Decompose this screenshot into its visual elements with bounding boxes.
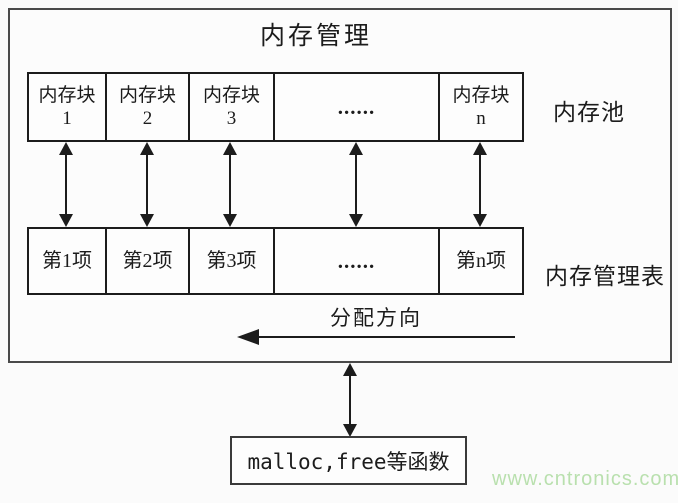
table-cell-text: 第1项 (42, 249, 92, 272)
management-table-label: 内存管理表 (545, 264, 665, 289)
table-cell-ellipsis: ...... (275, 229, 440, 293)
double-arrow-icon (472, 142, 488, 227)
arrow-shaft (146, 153, 148, 216)
functions-box: malloc,free等函数 (230, 436, 467, 485)
double-arrow-icon (222, 142, 238, 227)
ellipsis-text: ...... (337, 94, 376, 119)
ellipsis-text: ...... (337, 248, 376, 273)
pool-cell-number: 3 (226, 108, 237, 129)
table-cell-text: 第3项 (206, 249, 257, 272)
memory-pool-row: 内存块 1 内存块 2 内存块 3 ...... 内存块 n (27, 72, 524, 142)
pool-cell-ellipsis: ...... (275, 74, 440, 140)
arrow-shaft (479, 153, 481, 216)
pool-label: 内存池 (553, 100, 625, 125)
functions-box-label: malloc,free等函数 (247, 449, 450, 474)
pool-cell-2: 内存块 2 (107, 74, 190, 140)
pool-cell-1: 内存块 1 (29, 74, 107, 140)
pool-cell-n: 内存块 n (440, 74, 522, 140)
pool-cell-3: 内存块 3 (190, 74, 275, 140)
pool-cell-number: n (476, 108, 486, 129)
arrow-shaft (355, 153, 357, 216)
table-cell-1: 第1项 (29, 229, 107, 293)
left-arrow-icon (237, 328, 515, 345)
arrow-shaft (65, 153, 67, 216)
table-cell-text: 第2项 (122, 249, 173, 272)
table-cell-2: 第2项 (107, 229, 190, 293)
arrow-shaft (349, 374, 351, 426)
table-cell-text: 第n项 (456, 249, 506, 272)
double-arrow-icon (58, 142, 74, 227)
double-arrow-icon (348, 142, 364, 227)
diagram-frame: 内存管理 内存块 1 内存块 2 内存块 3 ...... 内存块 n 内存池 … (8, 8, 672, 363)
arrow-shaft (229, 153, 231, 216)
double-arrow-icon (342, 363, 358, 437)
pool-cell-number: 2 (142, 108, 153, 129)
pool-cell-title: 内存块 (202, 85, 260, 106)
pool-cell-number: 1 (62, 108, 72, 129)
table-cell-n: 第n项 (440, 229, 522, 293)
pool-cell-title: 内存块 (452, 85, 510, 106)
pool-cell-title: 内存块 (118, 85, 176, 106)
diagram-title: 内存管理 (260, 23, 373, 50)
management-table-row: 第1项 第2项 第3项 ...... 第n项 (27, 227, 524, 295)
pool-cell-title: 内存块 (38, 85, 96, 106)
watermark: www.cntronics.com (492, 468, 678, 490)
double-arrow-icon (139, 142, 155, 227)
table-cell-3: 第3项 (190, 229, 275, 293)
allocation-direction-label: 分配方向 (330, 306, 422, 330)
